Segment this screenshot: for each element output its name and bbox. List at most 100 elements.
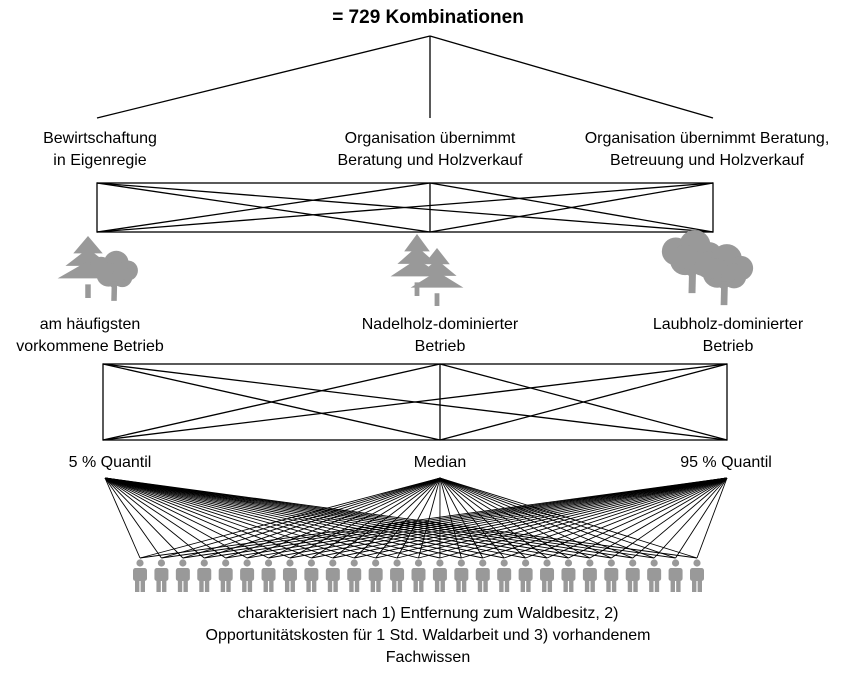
fan-connector-line <box>332 477 441 559</box>
person-head <box>586 559 594 567</box>
fan-connector-line <box>104 477 569 559</box>
person-body <box>690 568 704 581</box>
fan-connector-line <box>418 477 441 559</box>
fan-connector-line <box>439 477 505 559</box>
fan-connector-line <box>589 477 728 559</box>
person-icon <box>282 559 297 592</box>
person-body <box>647 568 662 581</box>
fan-connector-line <box>439 477 698 559</box>
forest-box-frame <box>102 363 728 441</box>
person-body <box>411 568 426 581</box>
person-leg <box>199 580 204 592</box>
person-head <box>543 559 551 567</box>
person-leg <box>263 580 268 592</box>
quantile-95: 95 % Quantil <box>680 454 772 471</box>
fan-connector-line <box>104 477 676 559</box>
fan-connector-line <box>161 477 441 559</box>
person-leg <box>306 580 311 592</box>
tree-branch <box>102 278 114 289</box>
fan-connector-line <box>546 477 728 559</box>
fan-connector-line <box>439 477 548 559</box>
person-head <box>693 559 701 567</box>
person-icon <box>325 559 340 592</box>
person-leg <box>584 580 590 592</box>
person-leg <box>434 580 440 592</box>
fan-connector-line <box>653 477 728 559</box>
fan-connector-line <box>354 477 728 559</box>
person-icon <box>347 559 362 592</box>
fan-connector-line <box>104 477 226 559</box>
fan-connector-line <box>104 477 312 559</box>
fan-connector-line <box>104 477 612 559</box>
person-leg <box>590 580 595 592</box>
person-body <box>368 568 383 581</box>
person-leg <box>676 580 681 592</box>
fan-connector-line <box>353 477 441 559</box>
person-leg <box>392 580 397 592</box>
person-icon <box>690 559 704 592</box>
tree-crown <box>112 266 133 288</box>
person-head <box>307 559 315 567</box>
person-leg <box>397 580 403 592</box>
fan-connector-line <box>439 477 655 559</box>
management-option-line2: in Eigenregie <box>53 152 147 169</box>
fan-connector-line <box>675 477 728 559</box>
person-leg <box>606 580 611 592</box>
forest-type-common: am häufigsten vorkommene Betrieb <box>0 314 200 358</box>
fan-connector-line <box>632 477 728 559</box>
person-leg <box>633 580 638 592</box>
footer-line3: Fachwissen <box>385 649 471 666</box>
person-icon <box>540 559 555 592</box>
fan-connector-line <box>289 477 728 559</box>
person-body <box>604 568 619 581</box>
fan-connector-line <box>418 477 728 559</box>
footer-line2: Opportunitätskosten für 1 Std. Waldarbei… <box>205 627 651 644</box>
person-leg <box>456 580 461 592</box>
fan-connector-line <box>482 477 728 559</box>
fan-connector-line <box>439 477 633 559</box>
fan-connector-line <box>104 477 269 559</box>
person-head <box>607 559 615 567</box>
diagram-title: = 729 Kombinationen <box>332 7 524 28</box>
person-head <box>436 559 444 567</box>
fan-connector-line <box>225 477 728 559</box>
person-leg <box>504 580 510 592</box>
person-body <box>261 568 276 581</box>
person-leg <box>354 580 360 592</box>
person-body <box>561 568 576 581</box>
cross-connector-line <box>102 363 441 441</box>
person-leg <box>563 580 568 592</box>
fan-connector-line <box>439 477 676 559</box>
quantile-5: 5 % Quantil <box>68 454 152 471</box>
person-leg <box>226 580 231 592</box>
forest-type-line2: vorkommene Betrieb <box>16 338 164 355</box>
management-option-sales: Organisation übernimmt Beratung und Holz… <box>290 128 570 172</box>
forest-connector-box <box>102 363 728 441</box>
fan-connector-line <box>439 477 728 559</box>
person-head <box>200 559 208 567</box>
fan-connector-line <box>104 477 655 559</box>
person-leg <box>247 580 253 592</box>
person-body <box>454 568 469 581</box>
conifer-tier <box>73 236 103 254</box>
fan-connector-line <box>104 477 141 559</box>
title-connectors <box>96 35 714 119</box>
fan-connector-line <box>311 477 728 559</box>
conifer-tier <box>397 246 437 264</box>
fan-connector-line <box>225 477 441 559</box>
person-leg <box>333 580 338 592</box>
fan-connector-line <box>461 477 728 559</box>
conifer-tree-shape <box>410 248 464 306</box>
management-option-line1: Bewirtschaftung <box>43 130 157 147</box>
fan-connector-line <box>104 477 376 559</box>
person-head <box>671 559 680 567</box>
person-body <box>175 568 190 581</box>
person-head <box>222 559 230 567</box>
fan-connector-line <box>439 477 591 559</box>
deciduous-tree-shape <box>90 250 138 301</box>
fan-connector-line <box>104 477 248 559</box>
forest-type-line2: Betrieb <box>702 338 754 355</box>
fan-connector-line <box>246 477 441 559</box>
management-option-line1: Organisation übernimmt <box>344 130 516 147</box>
tree-branch <box>678 264 692 278</box>
